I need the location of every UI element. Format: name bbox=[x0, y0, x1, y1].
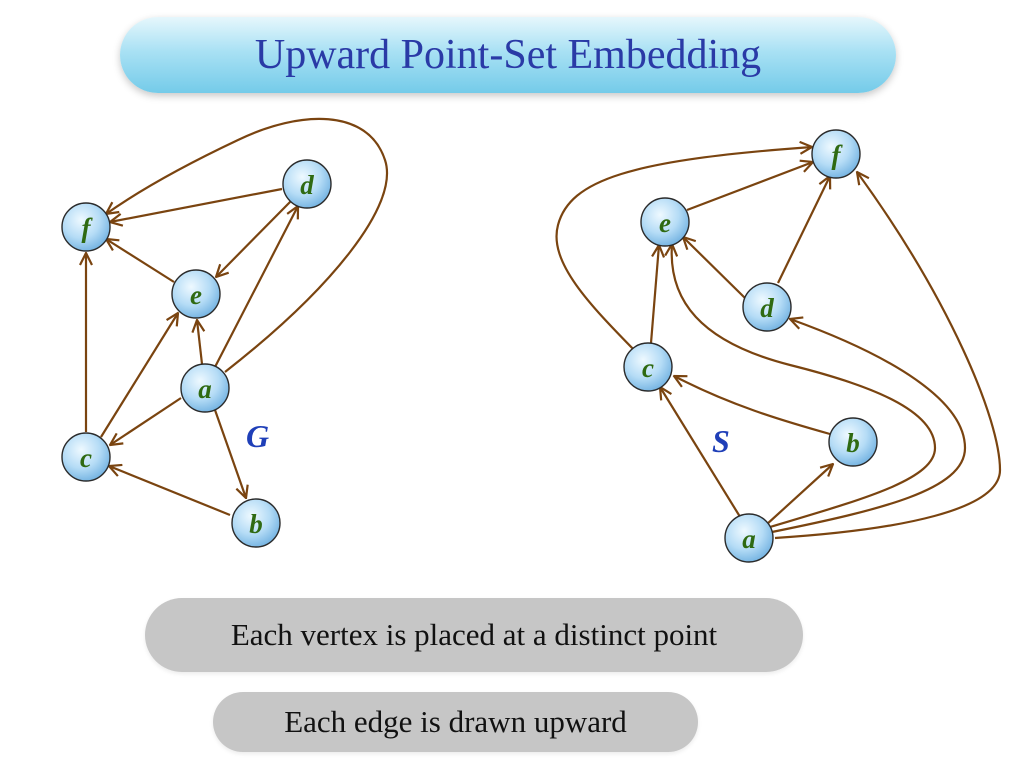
caption-upward-edges: Each edge is drawn upward bbox=[213, 692, 698, 752]
svg-text:d: d bbox=[760, 293, 774, 323]
edge-s-a-f bbox=[774, 172, 1002, 540]
vertex-g-a: a bbox=[180, 363, 230, 413]
vertex-g-b: b bbox=[231, 498, 281, 548]
svg-text:b: b bbox=[249, 509, 263, 539]
caption-distinct-points: Each vertex is placed at a distinct poin… bbox=[145, 598, 803, 672]
edge-g-c-e bbox=[100, 313, 178, 438]
svg-text:d: d bbox=[300, 170, 314, 200]
edge-g-a-f bbox=[106, 117, 389, 373]
edge-s-d-f bbox=[777, 176, 830, 284]
edge-s-e-f bbox=[686, 162, 813, 212]
vertex-s-e: e bbox=[640, 197, 690, 247]
svg-text:c: c bbox=[80, 443, 92, 473]
set-s-nodes: f e d c b a bbox=[623, 129, 878, 563]
edge-g-d-e bbox=[216, 200, 292, 277]
edge-g-d-f bbox=[110, 187, 283, 222]
edge-s-b-c bbox=[674, 376, 831, 436]
graph-g-nodes: f d e a c b bbox=[61, 159, 332, 548]
set-s-edges bbox=[555, 147, 1002, 540]
vertex-g-f: f bbox=[61, 202, 111, 252]
caption-distinct-points-text: Each vertex is placed at a distinct poin… bbox=[230, 617, 718, 652]
edge-g-a-d bbox=[214, 206, 298, 368]
edge-g-a-c bbox=[110, 397, 182, 445]
vertex-s-b: b bbox=[828, 417, 878, 467]
edge-g-a-b bbox=[213, 409, 246, 498]
vertex-s-a: a bbox=[724, 513, 774, 563]
graph-label-g: G bbox=[246, 418, 269, 454]
caption-upward-edges-text: Each edge is drawn upward bbox=[284, 704, 627, 739]
graph-g-edges bbox=[86, 117, 389, 517]
vertex-s-d: d bbox=[742, 282, 792, 332]
svg-text:e: e bbox=[190, 280, 202, 310]
page-title: Upward Point-Set Embedding bbox=[254, 32, 762, 78]
edge-g-e-f bbox=[106, 239, 175, 283]
svg-text:a: a bbox=[198, 374, 212, 404]
edge-s-c-f bbox=[555, 147, 812, 353]
svg-text:a: a bbox=[742, 524, 756, 554]
title-banner: Upward Point-Set Embedding bbox=[120, 17, 896, 93]
edge-s-c-e bbox=[649, 245, 659, 344]
vertex-s-c: c bbox=[623, 342, 673, 392]
edge-g-a-e bbox=[197, 320, 202, 365]
svg-text:e: e bbox=[659, 208, 671, 238]
edge-g-b-c bbox=[109, 466, 231, 517]
edge-s-a-d bbox=[771, 319, 967, 534]
edge-s-a-e bbox=[672, 244, 937, 529]
set-label-s: S bbox=[712, 423, 730, 459]
vertex-g-d: d bbox=[282, 159, 332, 209]
vertex-g-e: e bbox=[171, 269, 221, 319]
vertex-s-f: f bbox=[811, 129, 861, 179]
vertex-g-c: c bbox=[61, 432, 111, 482]
edge-s-d-e bbox=[683, 237, 747, 300]
edge-s-a-b bbox=[765, 464, 833, 526]
svg-text:c: c bbox=[642, 353, 654, 383]
edge-s-a-c bbox=[660, 387, 743, 521]
svg-text:b: b bbox=[846, 428, 860, 458]
embedding-diagram: f d e a c b G bbox=[61, 117, 1002, 563]
